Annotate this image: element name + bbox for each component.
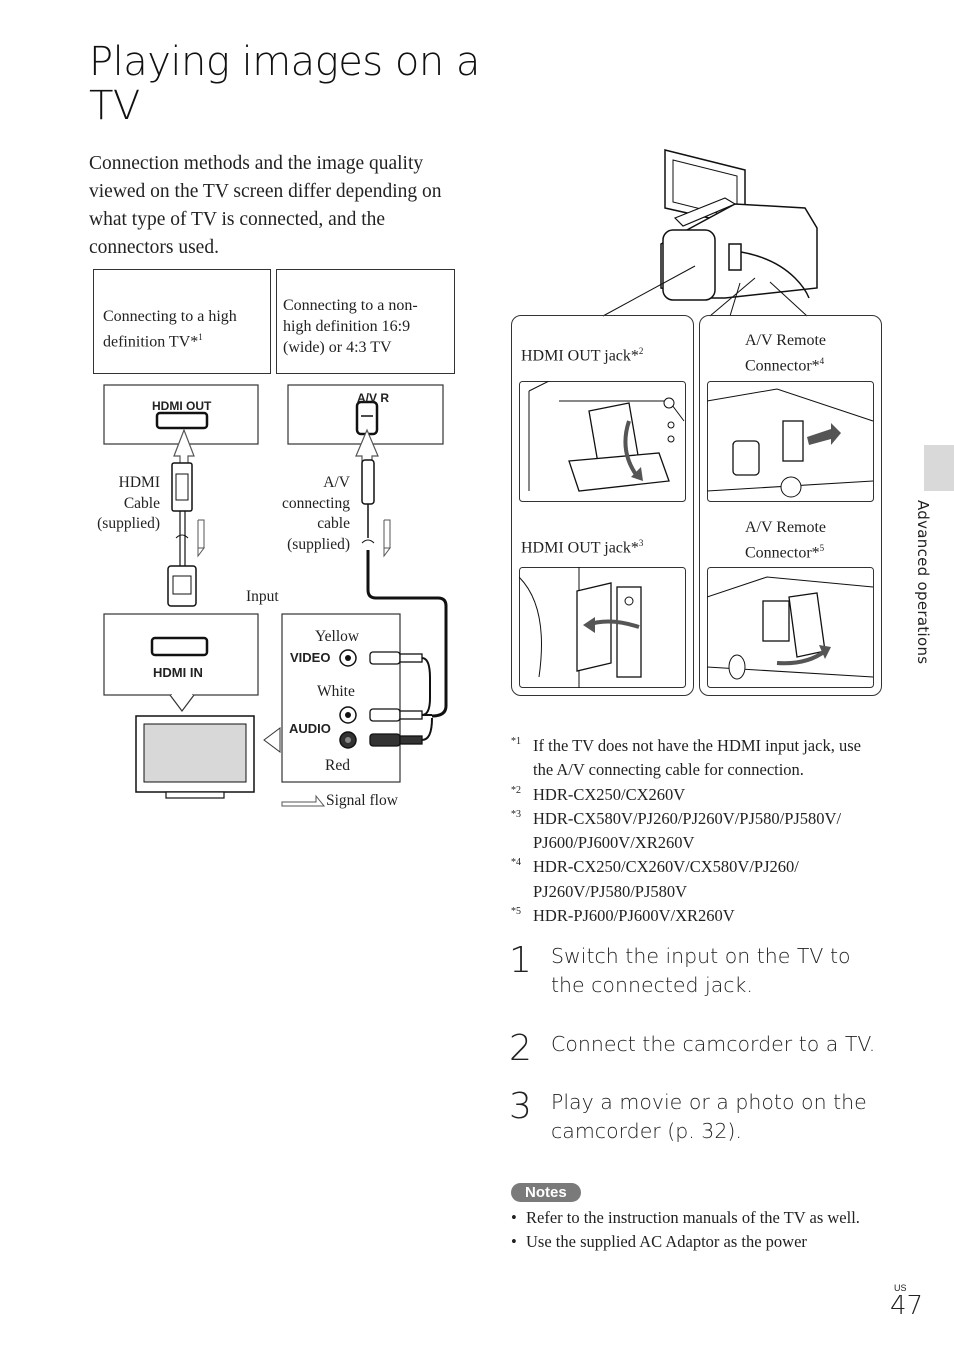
white-label: White	[317, 683, 355, 700]
hd-tv-footnote-mark: 1	[198, 332, 203, 342]
step-text: Switch the input on the TV to the connec…	[551, 944, 851, 997]
av-signal-arrow	[383, 520, 391, 558]
page-region-code: US	[894, 1283, 907, 1293]
input-jack-box	[281, 613, 401, 783]
video-label: VIDEO	[290, 650, 331, 665]
step-number: 2	[509, 1028, 532, 1069]
hd-tv-label: Connecting to a high definition TV*	[103, 308, 237, 351]
notes-badge: Notes	[511, 1183, 581, 1202]
page-title: Playing images on a TV	[89, 39, 480, 129]
hd-tv-header: Connecting to a high definition TV*1	[93, 269, 271, 374]
sd-tv-label: Connecting to a non-high definition 16:9…	[283, 297, 418, 356]
step-1: 1 Switch the input on the TV to the conn…	[509, 942, 889, 1000]
av-panel-group	[699, 315, 882, 696]
camcorder-illustration	[602, 149, 818, 317]
hdmi-panel-group	[511, 315, 694, 696]
panel-1-label-text: HDMI OUT jack*	[521, 347, 639, 365]
audio-label: AUDIO	[289, 721, 331, 736]
red-label: Red	[325, 757, 350, 774]
panel-4-image	[707, 567, 874, 688]
step-text: Connect the camcorder to a TV.	[551, 1032, 876, 1056]
intro-paragraph: Connection methods and the image quality…	[89, 153, 442, 258]
step-number: 1	[509, 940, 532, 981]
panel-3-label: HDMI OUT jack*3	[521, 533, 643, 558]
hdmi-out-port	[155, 411, 209, 430]
hdmi-cable-plug-bottom	[167, 565, 197, 607]
step-3: 3 Play a movie or a photo on the camcord…	[509, 1088, 889, 1146]
hdmi-signal-arrow	[197, 520, 205, 558]
list-item: •Use the supplied AC Adaptor as the powe…	[511, 1232, 807, 1252]
panel-2-image	[707, 381, 874, 502]
hdmi-in-port	[150, 636, 209, 657]
yellow-label: Yellow	[315, 628, 360, 645]
av-cable-label: A/V connecting cable (supplied)	[281, 474, 350, 553]
panel-1-image	[519, 381, 686, 502]
panel-4-label-text: A/V Remote Connector*	[745, 519, 827, 562]
tv-screen	[143, 723, 247, 783]
panel-2-label-text: A/V Remote Connector*	[745, 332, 827, 375]
av-plug	[361, 459, 375, 505]
hdmi-cable-label: HDMI Cable (supplied)	[97, 474, 160, 532]
step-2: 2 Connect the camcorder to a TV.	[509, 1030, 889, 1067]
av-r-label: A/V R	[357, 391, 390, 405]
step-number: 3	[509, 1086, 532, 1127]
page-number: 47	[890, 1291, 924, 1321]
connection-diagram	[103, 384, 448, 807]
input-label: Input	[246, 588, 279, 605]
panel-2-footnote-mark: 4	[819, 356, 825, 366]
panel-3-image	[519, 567, 686, 688]
panel-1-footnote-mark: 2	[638, 346, 644, 356]
panel-3-label-text: HDMI OUT jack*	[521, 539, 639, 557]
hdmi-in-label: HDMI IN	[153, 665, 203, 680]
signal-flow-icon	[281, 794, 326, 807]
panel-4-label: A/V Remote Connector*5	[745, 517, 875, 563]
panel-3-footnote-mark: 3	[638, 538, 644, 548]
panel-4-footnote-mark: 5	[819, 543, 825, 553]
list-item: •Refer to the instruction manuals of the…	[511, 1208, 860, 1227]
notes-list: •Refer to the instruction manuals of the…	[511, 1206, 871, 1255]
panel-1-label: HDMI OUT jack*2	[521, 341, 643, 366]
hdmi-out-label: HDMI OUT	[152, 399, 212, 413]
av-arrow-up	[355, 428, 379, 463]
step-text: Play a movie or a photo on the camcorder…	[551, 1090, 867, 1143]
sd-tv-header: Connecting to a non-high definition 16:9…	[276, 269, 455, 374]
signal-flow-label: Signal flow	[326, 792, 398, 809]
panel-2-label: A/V Remote Connector*4	[745, 330, 875, 376]
hdmi-cable-plug-top	[171, 462, 193, 512]
section-tab	[924, 445, 954, 491]
av-cable-wire	[366, 550, 448, 718]
section-label: Advanced operations	[914, 500, 932, 665]
